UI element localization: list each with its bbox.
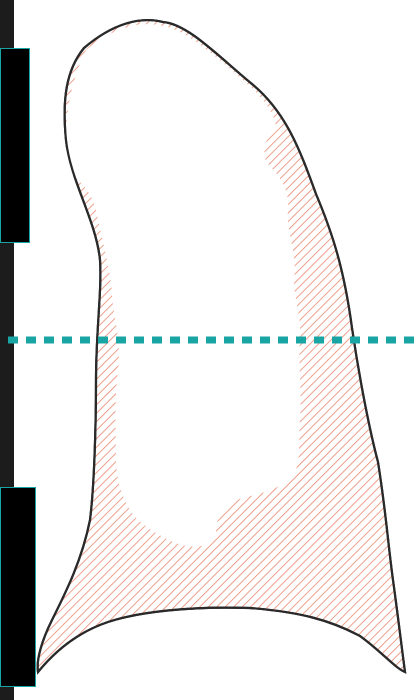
side-panel-top[interactable]	[0, 48, 30, 243]
side-panel-bottom[interactable]	[0, 487, 36, 687]
